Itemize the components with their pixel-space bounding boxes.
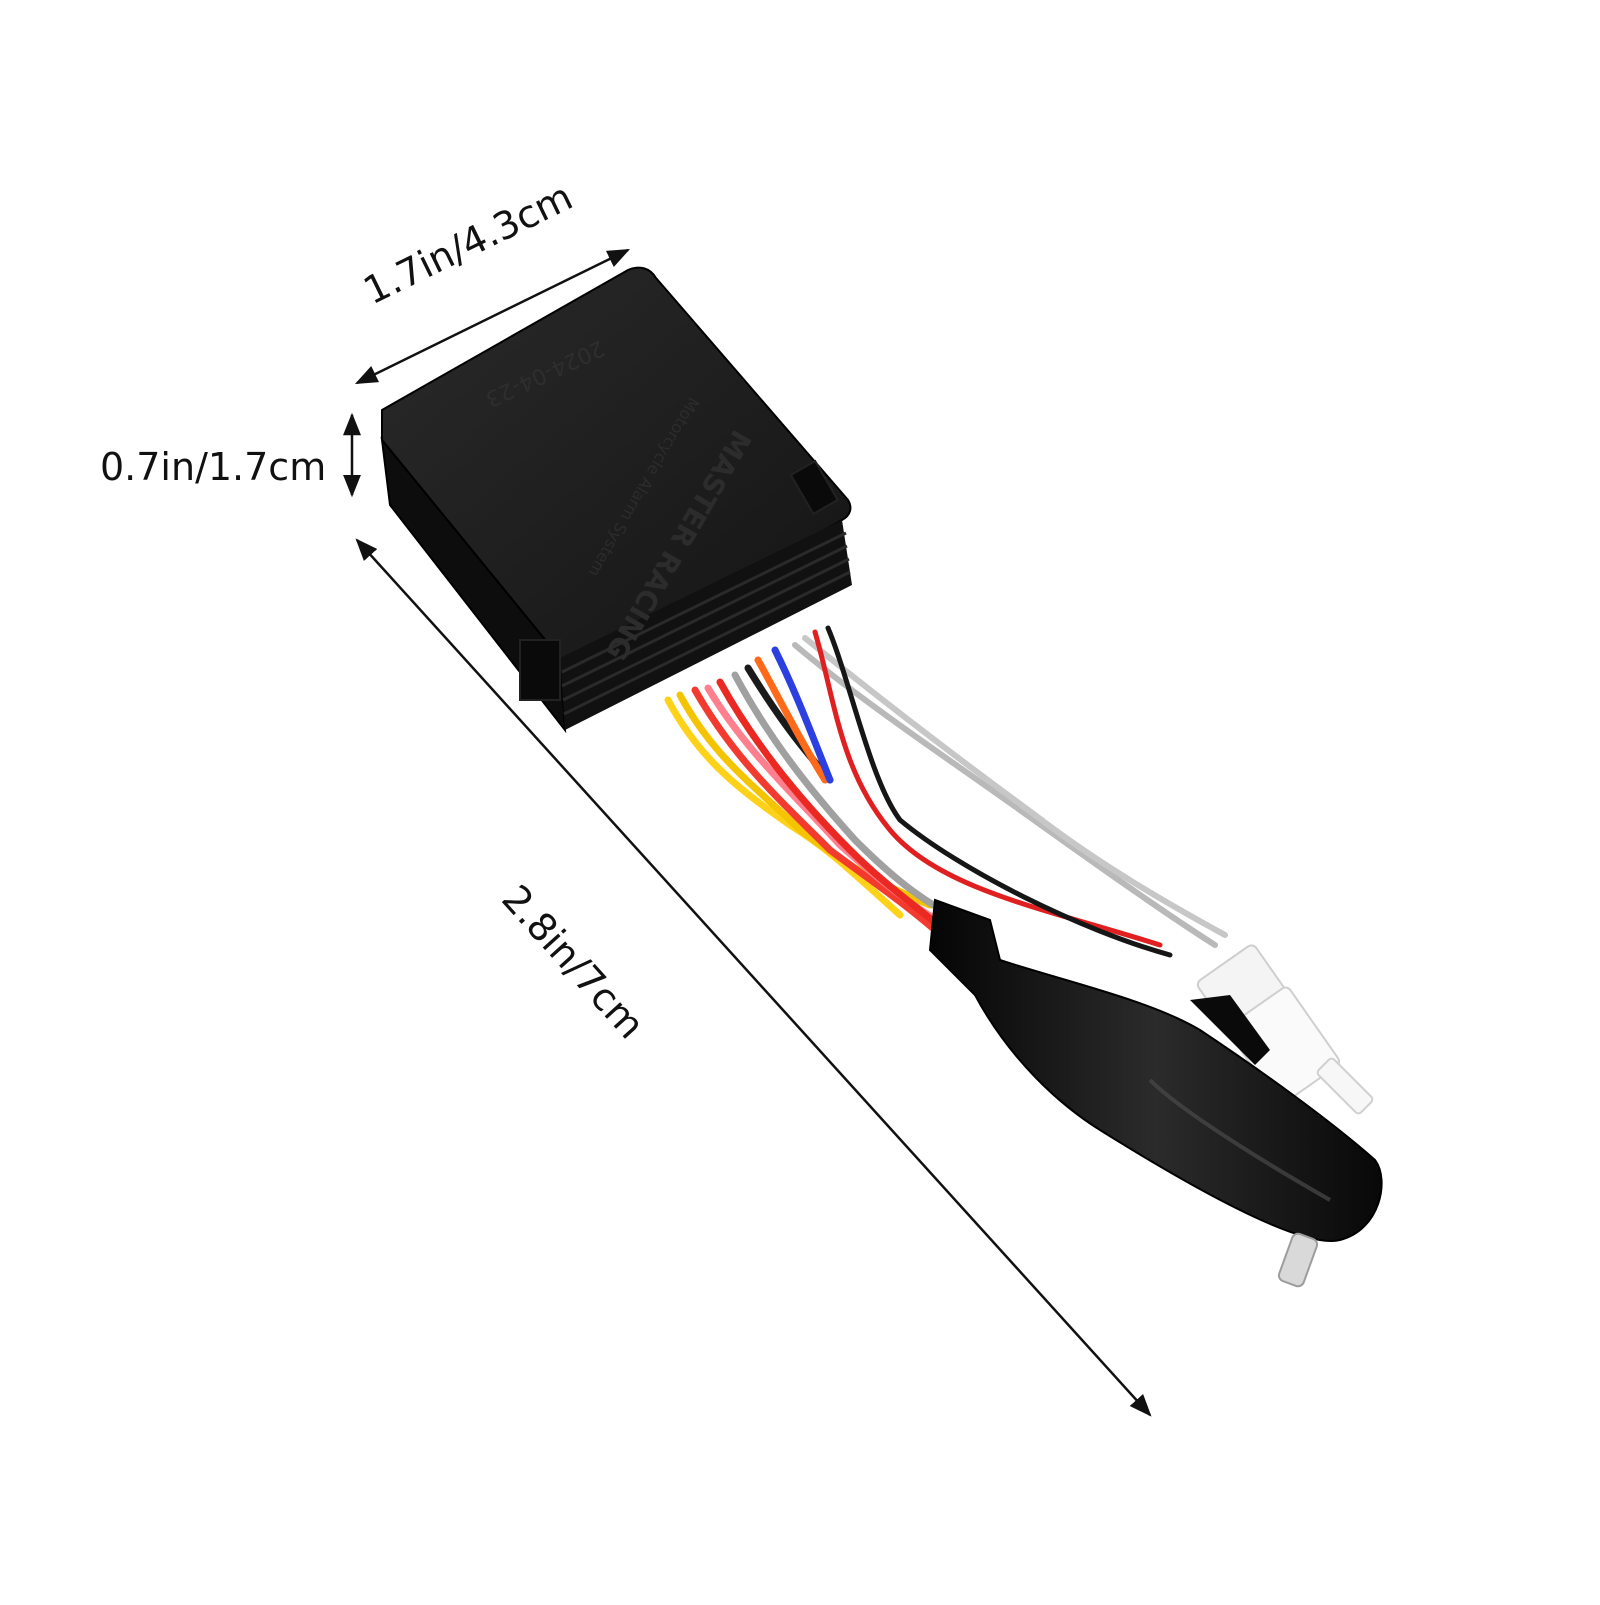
wire-blue — [771, 646, 834, 784]
width-label: 1.7in/4.3cm — [357, 174, 580, 313]
wire-red-1 — [691, 686, 939, 934]
clip-tab-right — [789, 459, 839, 516]
wire-black-2 — [825, 625, 1173, 958]
length-arrow — [355, 538, 1152, 1417]
wire-gray-2 — [792, 642, 1218, 948]
length-label: 2.8in/7cm — [493, 877, 653, 1048]
white-connector — [1196, 944, 1374, 1115]
vent-ribs — [561, 531, 851, 716]
height-dimension: 0.7in/1.7cm — [100, 412, 361, 498]
height-label: 0.7in/1.7cm — [100, 445, 326, 489]
alarm-control-box: MASTER RACING Motorcycle Alarm System 20… — [380, 266, 852, 734]
wire-red-2 — [716, 678, 954, 939]
wire-gray-1 — [731, 671, 964, 924]
wire-harness — [664, 625, 1228, 958]
bullet-terminal — [1277, 1232, 1319, 1288]
clip-tab-left — [519, 639, 561, 701]
wire-orange — [754, 656, 829, 784]
width-arrow — [354, 248, 631, 385]
heat-shrink-boot — [928, 898, 1383, 1288]
wire-gray-3 — [802, 635, 1228, 938]
